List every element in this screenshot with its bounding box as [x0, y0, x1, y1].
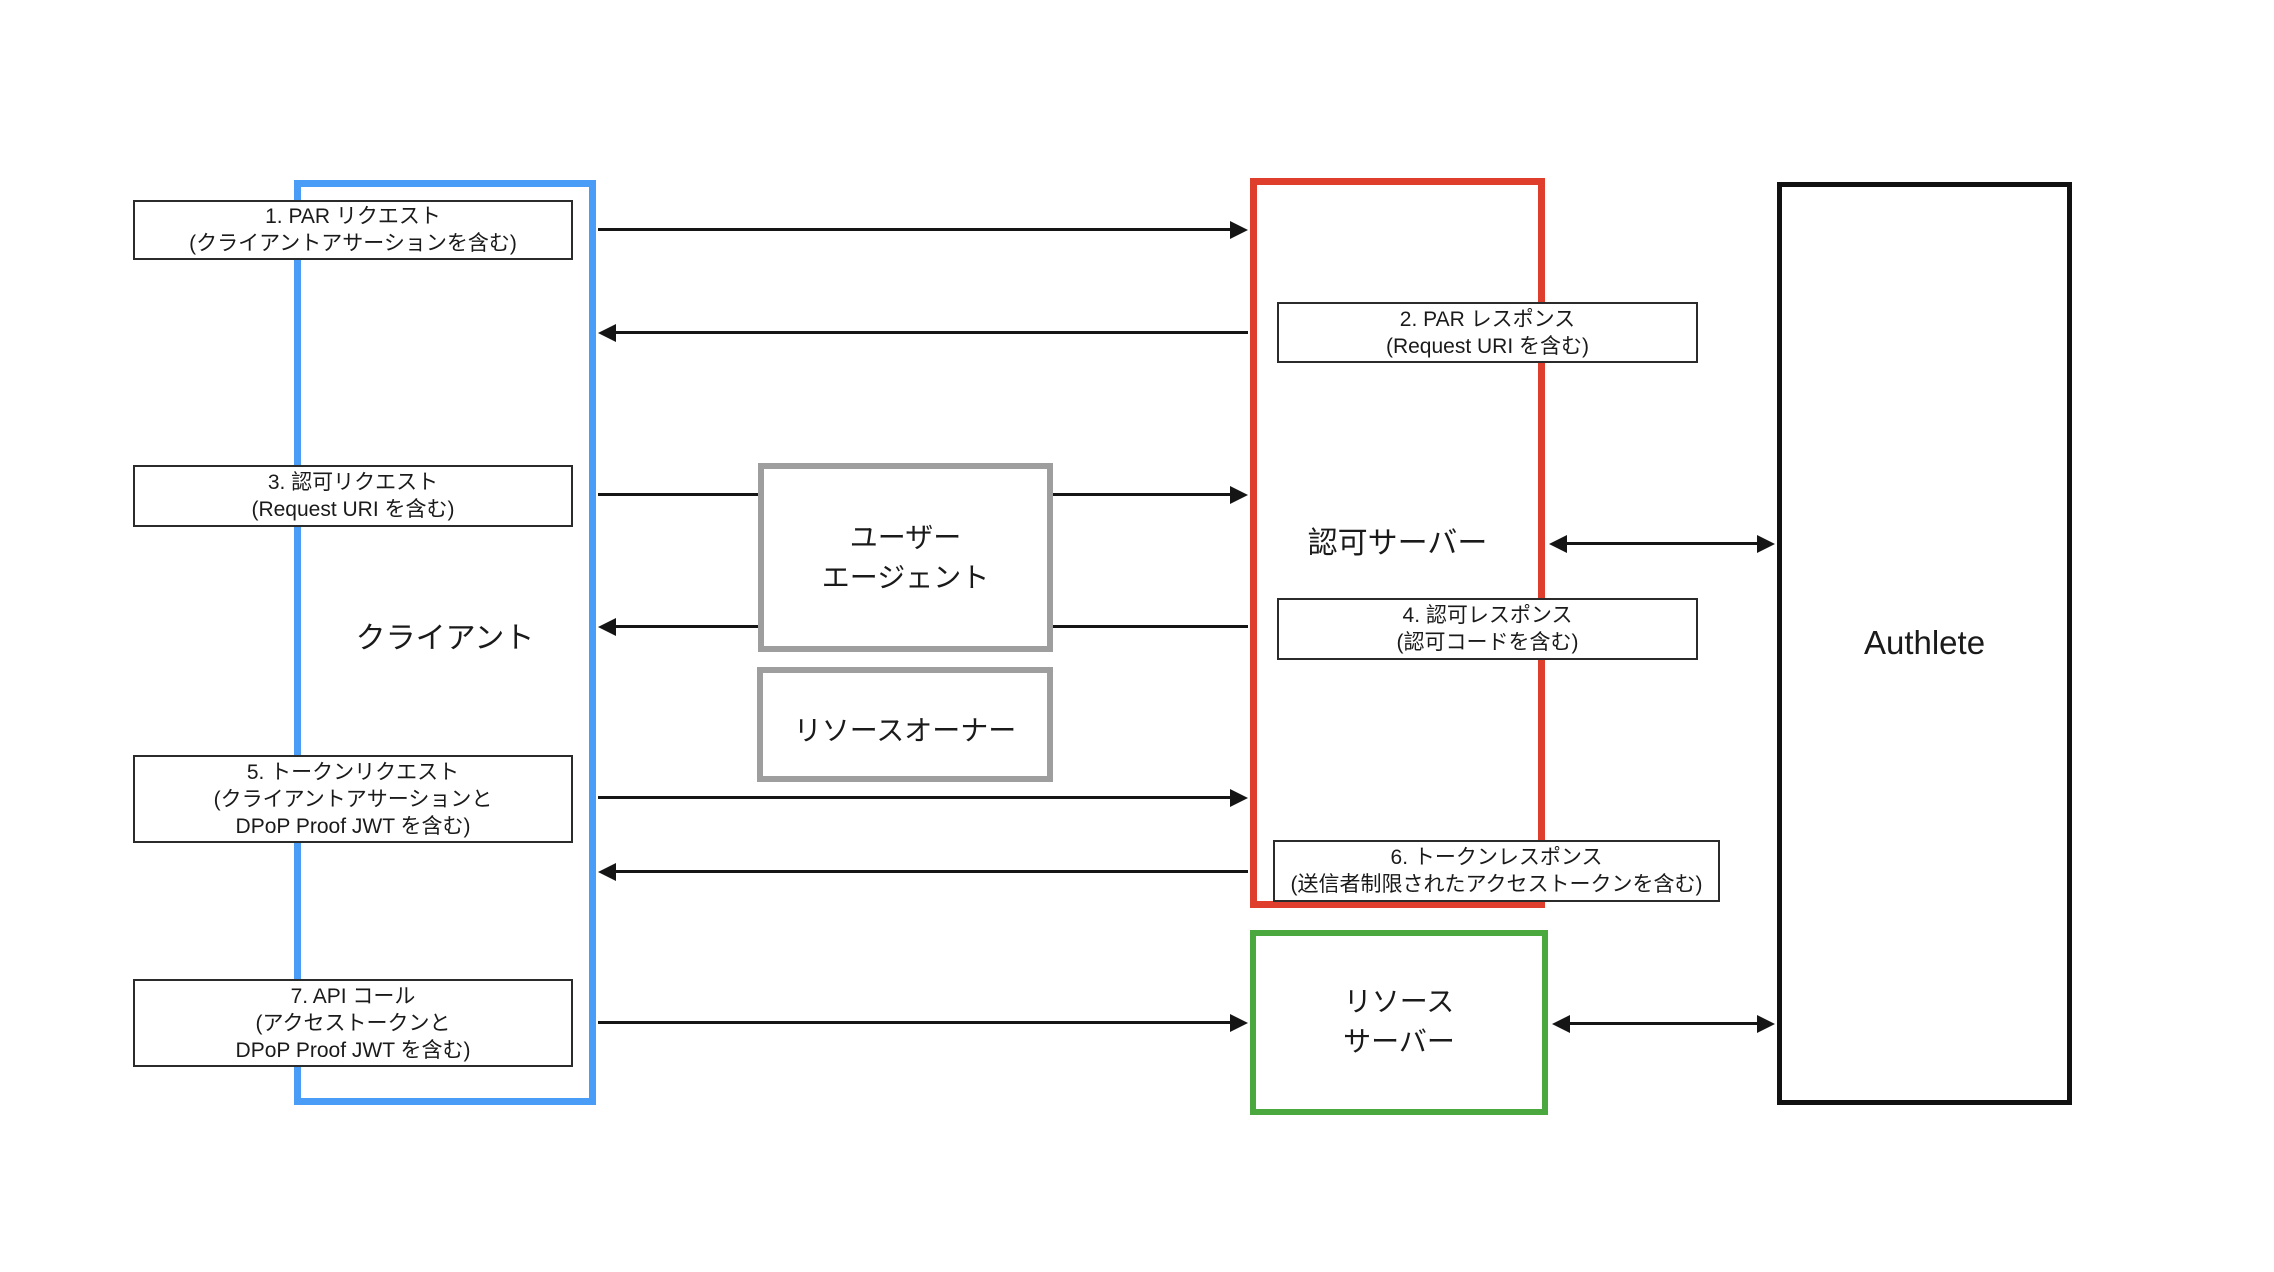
step-3-line-1: 3. 認可リクエスト	[267, 471, 439, 494]
arrow-step3-head-icon	[1230, 486, 1248, 504]
arrow-authserver-authlete-right-head-icon	[1757, 535, 1775, 553]
arrow-step5-line	[598, 796, 1232, 799]
resource-owner-box	[757, 667, 1053, 782]
arrow-step4-head-icon	[598, 618, 616, 636]
arrow-step1-line	[598, 228, 1232, 231]
step-7-line-2: (アクセストークンと	[255, 1011, 451, 1035]
step-5-box: 5. トークンリクエスト (クライアントアサーションと DPoP Proof J…	[133, 755, 573, 843]
arrow-authserver-authlete-line	[1567, 542, 1759, 545]
step-2-box: 2. PAR レスポンス (Request URI を含む)	[1277, 302, 1698, 363]
user-agent-label-line-2: エージェント	[821, 562, 990, 593]
arrow-resourceserver-authlete-right-head-icon	[1757, 1015, 1775, 1033]
resource-server-label-line-1: リソース	[1343, 986, 1455, 1017]
auth-server-label: 認可サーバー	[1307, 527, 1488, 560]
arrow-authserver-authlete-left-head-icon	[1549, 535, 1567, 553]
step-7-line-1: 7. API コール	[290, 984, 416, 1008]
arrow-resourceserver-authlete-line	[1570, 1022, 1759, 1025]
client-box	[294, 180, 596, 1105]
arrow-step2-head-icon	[598, 324, 616, 342]
step-1-box: 1. PAR リクエスト (クライアントアサーションを含む)	[133, 200, 573, 260]
step-1-line-2: (クライアントアサーションを含む)	[189, 232, 517, 255]
arrow-step7-head-icon	[1230, 1014, 1248, 1032]
arrow-step6-line	[616, 870, 1248, 873]
step-5-line-1: 5. トークンリクエスト	[246, 760, 460, 784]
step-6-box: 6. トークンレスポンス (送信者制限されたアクセストークンを含む)	[1273, 840, 1720, 902]
auth-server-box	[1250, 178, 1545, 908]
client-label: クライアント	[355, 622, 535, 655]
step-5-line-2: (クライアントアサーションと	[213, 787, 493, 811]
user-agent-label: ユーザー エージェント	[758, 518, 1053, 598]
user-agent-box	[758, 463, 1053, 652]
step-5-line-3: DPoP Proof JWT を含む)	[235, 814, 471, 838]
step-2-line-1: 2. PAR レスポンス	[1399, 307, 1576, 331]
resource-owner-label: リソースオーナー	[793, 715, 1017, 746]
step-2-line-2: (Request URI を含む)	[1385, 334, 1590, 358]
step-4-line-2: (認可コードを含む)	[1396, 631, 1579, 654]
step-3-box: 3. 認可リクエスト (Request URI を含む)	[133, 465, 573, 527]
arrow-step7-line	[598, 1021, 1232, 1024]
user-agent-label-line-1: ユーザー	[849, 522, 962, 553]
step-7-box: 7. API コール (アクセストークンと DPoP Proof JWT を含む…	[133, 979, 573, 1067]
resource-server-label-line-2: サーバー	[1343, 1026, 1455, 1057]
resource-server-label: リソース サーバー	[1250, 982, 1548, 1062]
step-3-line-2: (Request URI を含む)	[251, 498, 455, 521]
step-7-line-3: DPoP Proof JWT を含む)	[235, 1038, 471, 1062]
arrow-step1-head-icon	[1230, 221, 1248, 239]
arrow-resourceserver-authlete-left-head-icon	[1552, 1015, 1570, 1033]
arrow-step6-head-icon	[598, 863, 616, 881]
step-4-box: 4. 認可レスポンス (認可コードを含む)	[1277, 598, 1698, 660]
arrow-step2-line	[616, 331, 1248, 334]
authlete-box	[1777, 182, 2072, 1105]
authlete-label: Authlete	[1863, 624, 1986, 661]
step-4-line-1: 4. 認可レスポンス	[1402, 604, 1573, 627]
resource-server-box	[1250, 930, 1548, 1115]
arrow-step5-head-icon	[1230, 789, 1248, 807]
step-1-line-1: 1. PAR リクエスト	[265, 205, 441, 228]
step-6-line-2: (送信者制限されたアクセストークンを含む)	[1290, 873, 1703, 896]
step-6-line-1: 6. トークンレスポンス	[1390, 846, 1603, 869]
